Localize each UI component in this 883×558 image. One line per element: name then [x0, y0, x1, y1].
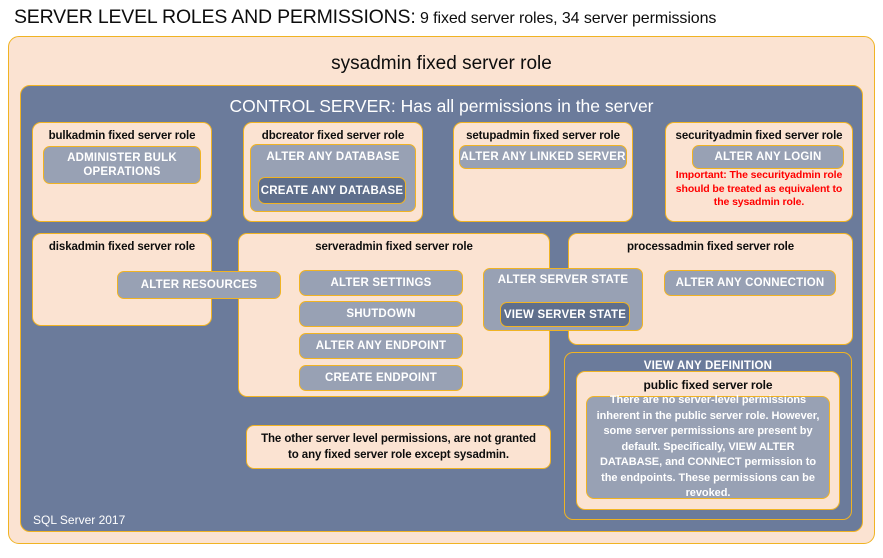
permission-alter-any-login[interactable]: ALTER ANY LOGIN: [692, 145, 844, 169]
permission-label: ALTER ANY ENDPOINT: [315, 340, 447, 352]
permission-alter-any-connection[interactable]: ALTER ANY CONNECTION: [664, 270, 836, 296]
permission-label: CREATE ANY DATABASE: [260, 184, 404, 197]
securityadmin-warning-note: Important: The securityadmin role should…: [675, 169, 843, 208]
product-version-label: SQL Server 2017: [33, 513, 126, 527]
permission-label: ALTER ANY DATABASE: [266, 151, 400, 163]
permission-label: ALTER SERVER STATE: [497, 274, 629, 286]
permission-label: ALTER ANY LINKED SERVER: [460, 151, 626, 163]
permission-alter-settings[interactable]: ALTER SETTINGS: [299, 270, 463, 296]
role-title-setupadmin: setupadmin fixed server role: [466, 130, 620, 142]
role-title-processadmin: processadmin fixed server role: [626, 241, 795, 253]
other-permissions-note: The other server level permissions, are …: [246, 425, 551, 469]
public-role-description: There are no server-level permissions in…: [586, 394, 830, 499]
role-title-public: public fixed server role: [643, 378, 773, 392]
page-title-main: SERVER LEVEL ROLES AND PERMISSIONS:: [14, 6, 416, 28]
role-title-bulkadmin: bulkadmin fixed server role: [48, 130, 196, 142]
permission-alter-resources[interactable]: ALTER RESOURCES: [117, 271, 281, 299]
permission-create-endpoint[interactable]: CREATE ENDPOINT: [299, 365, 463, 391]
permission-administer-bulk-operations[interactable]: ADMINISTER BULK OPERATIONS: [43, 146, 201, 184]
permission-label: CREATE ENDPOINT: [324, 372, 438, 384]
role-title-serveradmin: serveradmin fixed server role: [315, 241, 473, 253]
permission-view-server-state[interactable]: VIEW SERVER STATE: [500, 302, 630, 327]
role-title-securityadmin: securityadmin fixed server role: [675, 130, 843, 142]
permission-alter-any-endpoint[interactable]: ALTER ANY ENDPOINT: [299, 333, 463, 359]
permission-create-any-database[interactable]: CREATE ANY DATABASE: [258, 177, 406, 204]
permission-label: VIEW SERVER STATE: [503, 308, 627, 321]
role-box-setupadmin: setupadmin fixed server role: [453, 122, 633, 222]
role-box-securityadmin: securityadmin fixed server role Importan…: [665, 122, 853, 222]
page-title: SERVER LEVEL ROLES AND PERMISSIONS: 9 fi…: [14, 6, 874, 32]
permission-shutdown[interactable]: SHUTDOWN: [299, 301, 463, 327]
control-server-label: CONTROL SERVER: Has all permissions in t…: [229, 96, 654, 116]
sysadmin-role-label: sysadmin fixed server role: [331, 53, 552, 74]
permission-label: ADMINISTER BULK OPERATIONS: [67, 152, 177, 178]
page-title-subtitle: 9 fixed server roles, 34 server permissi…: [420, 10, 717, 27]
permission-label: ALTER ANY LOGIN: [714, 151, 822, 163]
role-title-dbcreator: dbcreator fixed server role: [261, 130, 405, 142]
permission-label: ALTER SETTINGS: [330, 277, 432, 289]
permission-alter-any-linked-server[interactable]: ALTER ANY LINKED SERVER: [459, 145, 627, 169]
permission-label: ALTER RESOURCES: [140, 279, 258, 291]
permission-label: SHUTDOWN: [346, 308, 416, 320]
role-title-diskadmin: diskadmin fixed server role: [48, 241, 196, 253]
permission-label: ALTER ANY CONNECTION: [675, 277, 825, 289]
permission-label-view-any-definition: VIEW ANY DEFINITION: [643, 360, 773, 372]
